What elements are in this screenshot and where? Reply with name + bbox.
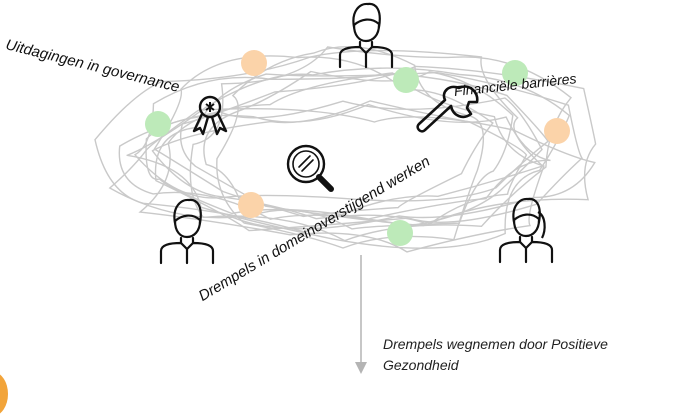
person-icon <box>159 198 215 265</box>
peach-dot <box>544 118 570 144</box>
green-dot <box>393 67 419 93</box>
arrow-caption: Drempels wegnemen door Positieve Gezondh… <box>383 336 608 373</box>
scribble-loop <box>154 71 583 232</box>
peach-dot <box>241 50 267 76</box>
wrench-icon <box>416 85 479 133</box>
person-icon <box>498 197 554 264</box>
scribble-loop <box>216 46 484 249</box>
down-arrow <box>355 255 367 374</box>
person-icon <box>338 2 394 69</box>
scribble-loop <box>94 49 544 233</box>
diagram-canvas <box>94 2 597 374</box>
green-dot <box>502 60 528 86</box>
dots <box>145 50 570 246</box>
scribble-loop <box>134 72 549 202</box>
scribble-loop <box>151 100 528 226</box>
tangled-lines <box>94 46 597 253</box>
award-ribbon-icon <box>192 95 228 136</box>
peach-dot <box>238 192 264 218</box>
green-dot <box>145 111 171 137</box>
scribble-loop <box>126 67 571 249</box>
scribble-loop <box>138 72 545 253</box>
corner-accent <box>0 372 8 416</box>
green-dot <box>387 220 413 246</box>
magnifier-icon <box>286 144 334 192</box>
scribble-loop <box>108 108 596 230</box>
